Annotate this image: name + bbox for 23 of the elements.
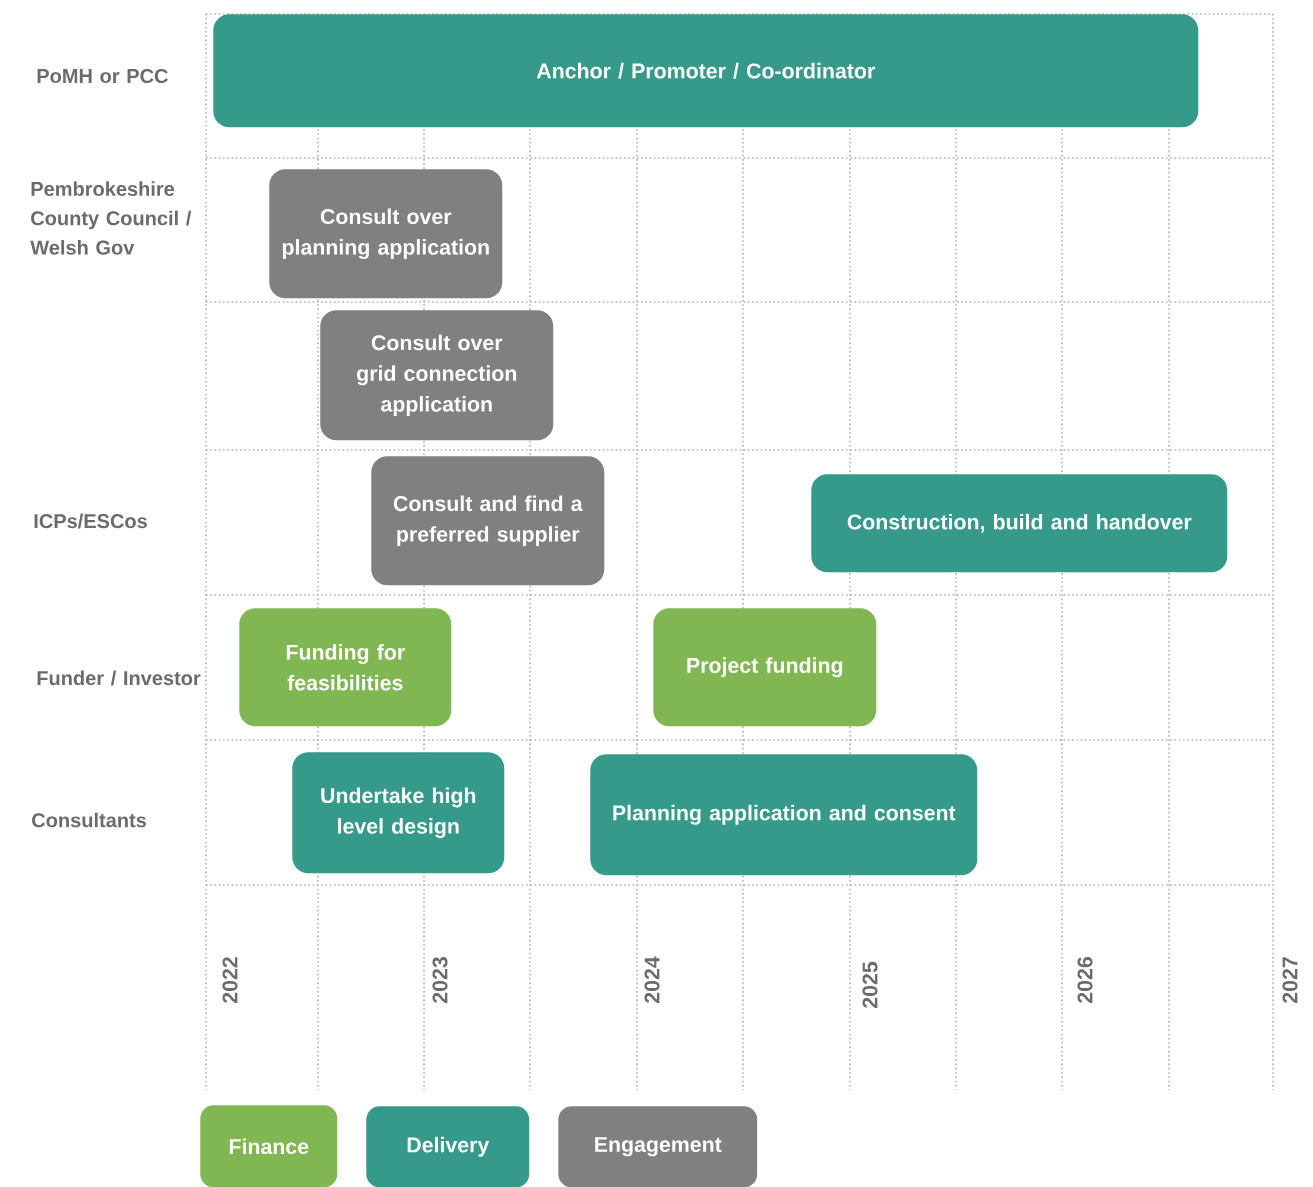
legend-item: Delivery — [366, 1106, 530, 1187]
year-label: 2025 — [862, 961, 878, 1008]
task-bar: Planning application and consent — [590, 754, 978, 876]
legend-item: Engagement — [558, 1106, 758, 1187]
task-bar: Consult over planning application — [269, 169, 503, 299]
year-label: 2026 — [1077, 957, 1093, 1003]
task-bar: Funding for feasibilities — [239, 608, 452, 727]
task-bar: Project funding — [653, 608, 877, 727]
year-label: 2027 — [1282, 957, 1298, 1003]
year-label: 2023 — [432, 957, 448, 1003]
task-bar: Anchor / Promoter / Co-ordinator — [213, 14, 1199, 128]
row-label: ICPs/ESCos — [34, 513, 147, 529]
year-label: 2024 — [644, 956, 660, 1003]
year-label: 2022 — [222, 957, 238, 1003]
task-bar: Undertake high level design — [292, 752, 505, 874]
row-label: Consultants — [32, 812, 146, 828]
task-bar: Consult and find a preferred supplier — [371, 456, 605, 586]
row-label: PoMH or PCC — [37, 68, 168, 84]
legend-item: Finance — [200, 1105, 338, 1187]
task-bar: Construction, build and handover — [811, 474, 1228, 573]
row-label: Pembrokeshire County Council / Welsh Gov — [30, 181, 192, 255]
task-bar: Consult over grid connection application — [320, 310, 554, 441]
row-label: Funder / Investor — [37, 670, 201, 686]
